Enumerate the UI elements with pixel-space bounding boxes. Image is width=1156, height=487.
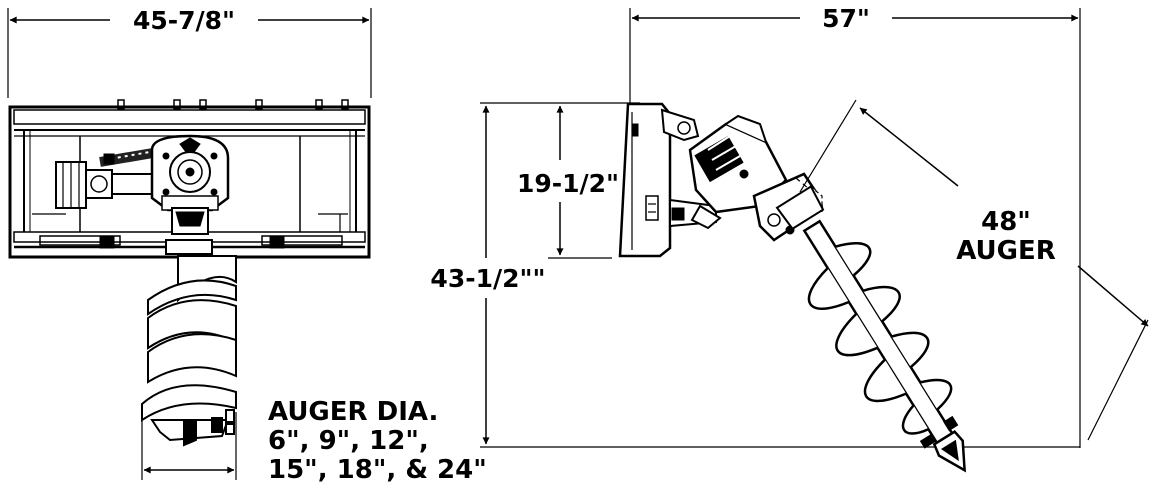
auger-front bbox=[141, 255, 237, 447]
side-view: 57" 19-1/2" 43-1/2"" bbox=[430, 4, 1149, 473]
drive-unit bbox=[55, 134, 230, 255]
side-length-label: 57" bbox=[822, 4, 870, 33]
mounting-plate-side bbox=[618, 102, 717, 258]
auger-length-value: 48" bbox=[981, 207, 1031, 237]
auger-side bbox=[775, 185, 967, 473]
auger-diameter-heading: AUGER DIA. bbox=[268, 397, 438, 427]
auger-length-label: AUGER bbox=[956, 236, 1056, 266]
auger-diameter-dimension: AUGER DIA. 6", 9", 12", 15", 18", & 24" bbox=[141, 397, 487, 485]
auger-length-dimension: 48" AUGER bbox=[799, 99, 1149, 441]
auger-diameter-sizes-2: 15", 18", & 24" bbox=[268, 455, 487, 485]
height-dimensions: 19-1/2" 43-1/2"" bbox=[430, 102, 1080, 448]
overall-height-label: 43-1/2"" bbox=[430, 264, 545, 293]
side-length-dimension: 57" bbox=[629, 4, 1081, 448]
mount-height-label: 19-1/2" bbox=[517, 169, 619, 198]
drive-head-side bbox=[688, 114, 788, 230]
front-width-dimension: 45-7/8" bbox=[7, 6, 372, 98]
auger-diameter-sizes-1: 6", 9", 12", bbox=[268, 426, 429, 456]
front-view: 45-7/8" bbox=[7, 6, 487, 485]
front-width-label: 45-7/8" bbox=[133, 6, 235, 35]
